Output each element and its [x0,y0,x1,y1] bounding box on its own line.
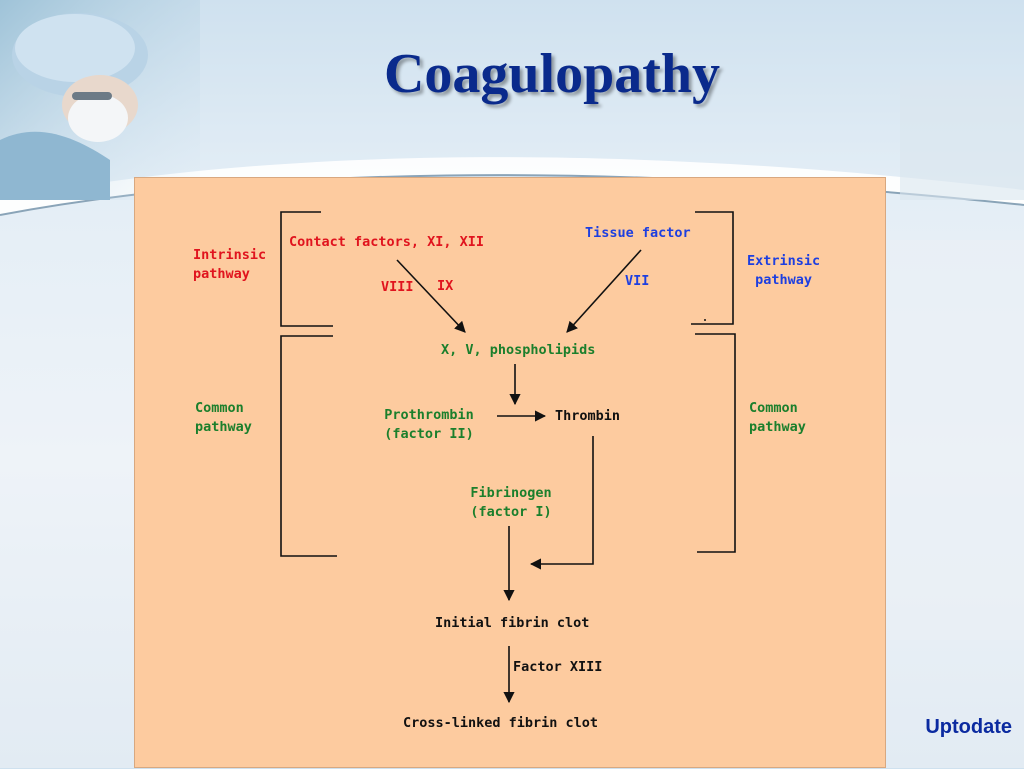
thrombin-label: Thrombin [555,408,621,424]
extrinsic-label-line2: pathway [755,272,813,288]
diagram-lines [280,211,736,704]
initial-fibrin-clot-label: Initial fibrin clot [435,615,590,631]
contact-factors-label: Contact factors, XI, XII [289,234,485,250]
common-left-bracket [280,335,337,557]
intrinsic-label-line1: Intrinsic [193,247,267,263]
extrinsic-label-line1: Extrinsic [747,253,821,269]
intrinsic-label-line2: pathway [193,266,250,282]
prothrombin-line2: (factor II) [384,426,474,442]
fibrinogen-line1: Fibrinogen [470,485,552,501]
source-attribution: Uptodate [925,716,1012,738]
surgeon-photo [0,0,200,200]
common-right-line1: Common [749,400,798,416]
coagulation-cascade-diagram: Intrinsic pathway Contact factors, XI, X… [134,177,886,768]
factor-vii-label: VII [625,273,650,289]
factor-viii-label: VIII [381,279,414,295]
fibrinogen-label: Fibrinogen (factor I) [457,484,565,522]
extrinsic-arrow [566,249,642,333]
factor-ix-label: IX [437,278,454,294]
extrinsic-bracket [691,211,734,325]
slide-title: Coagulopathy [383,43,721,105]
fibrinogen-line2: (factor I) [470,504,552,520]
common-pathway-left-label: Common pathway [195,399,252,437]
thrombin-feedback-arrow [529,436,594,570]
common-pathway-right-label: Common pathway [749,399,806,437]
cross-linked-fibrin-clot-label: Cross-linked fibrin clot [403,715,599,731]
extrinsic-pathway-label: Extrinsic pathway [747,252,820,290]
common-right-line2: pathway [749,419,806,435]
prothrombin-label: Prothrombin (factor II) [375,406,483,444]
x-v-phospholipids-label: X, V, phospholipids [441,342,596,358]
common-right-bracket [695,333,736,553]
common-left-line2: pathway [195,419,252,435]
factor-xiii-label: Factor XIII [513,659,603,675]
intrinsic-arrow [396,259,466,333]
tissue-factor-label: Tissue factor [585,225,691,241]
prothrombin-line1: Prothrombin [384,407,474,423]
intrinsic-bracket [280,211,333,327]
common-left-line1: Common [195,400,244,416]
intrinsic-pathway-label: Intrinsic pathway [193,246,266,284]
